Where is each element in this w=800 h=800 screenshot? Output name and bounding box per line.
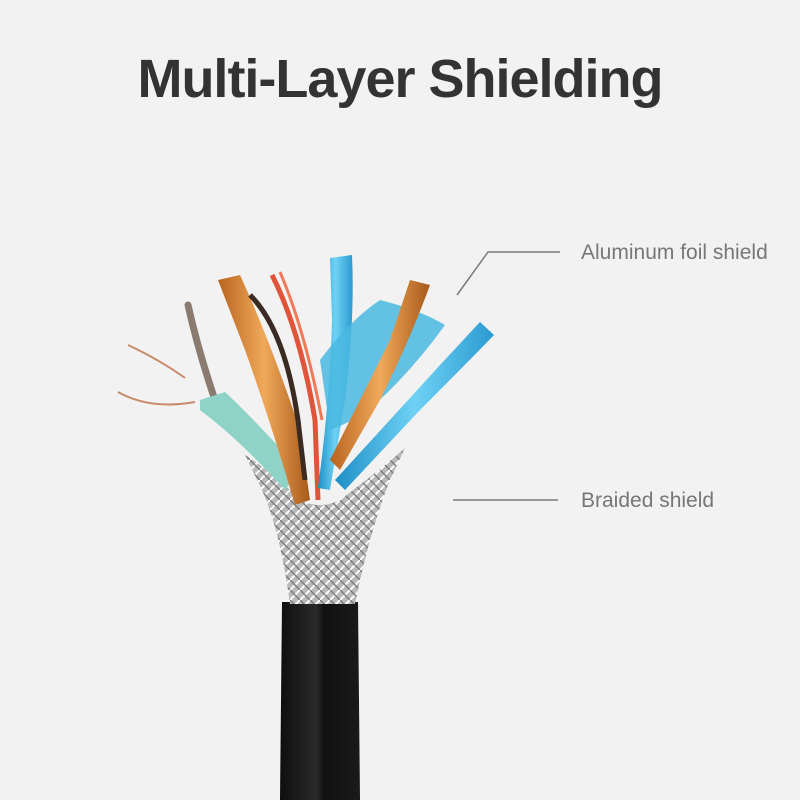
braided-shield-label: Braided shield [581, 489, 715, 512]
page-title: Multi-Layer Shielding [137, 49, 663, 109]
aluminum-foil-shield-label: Aluminum foil shield [581, 241, 768, 264]
aluminum-foil-leader-line [456, 251, 560, 296]
inner-conductors [117, 255, 494, 505]
cable-jacket [280, 602, 360, 800]
